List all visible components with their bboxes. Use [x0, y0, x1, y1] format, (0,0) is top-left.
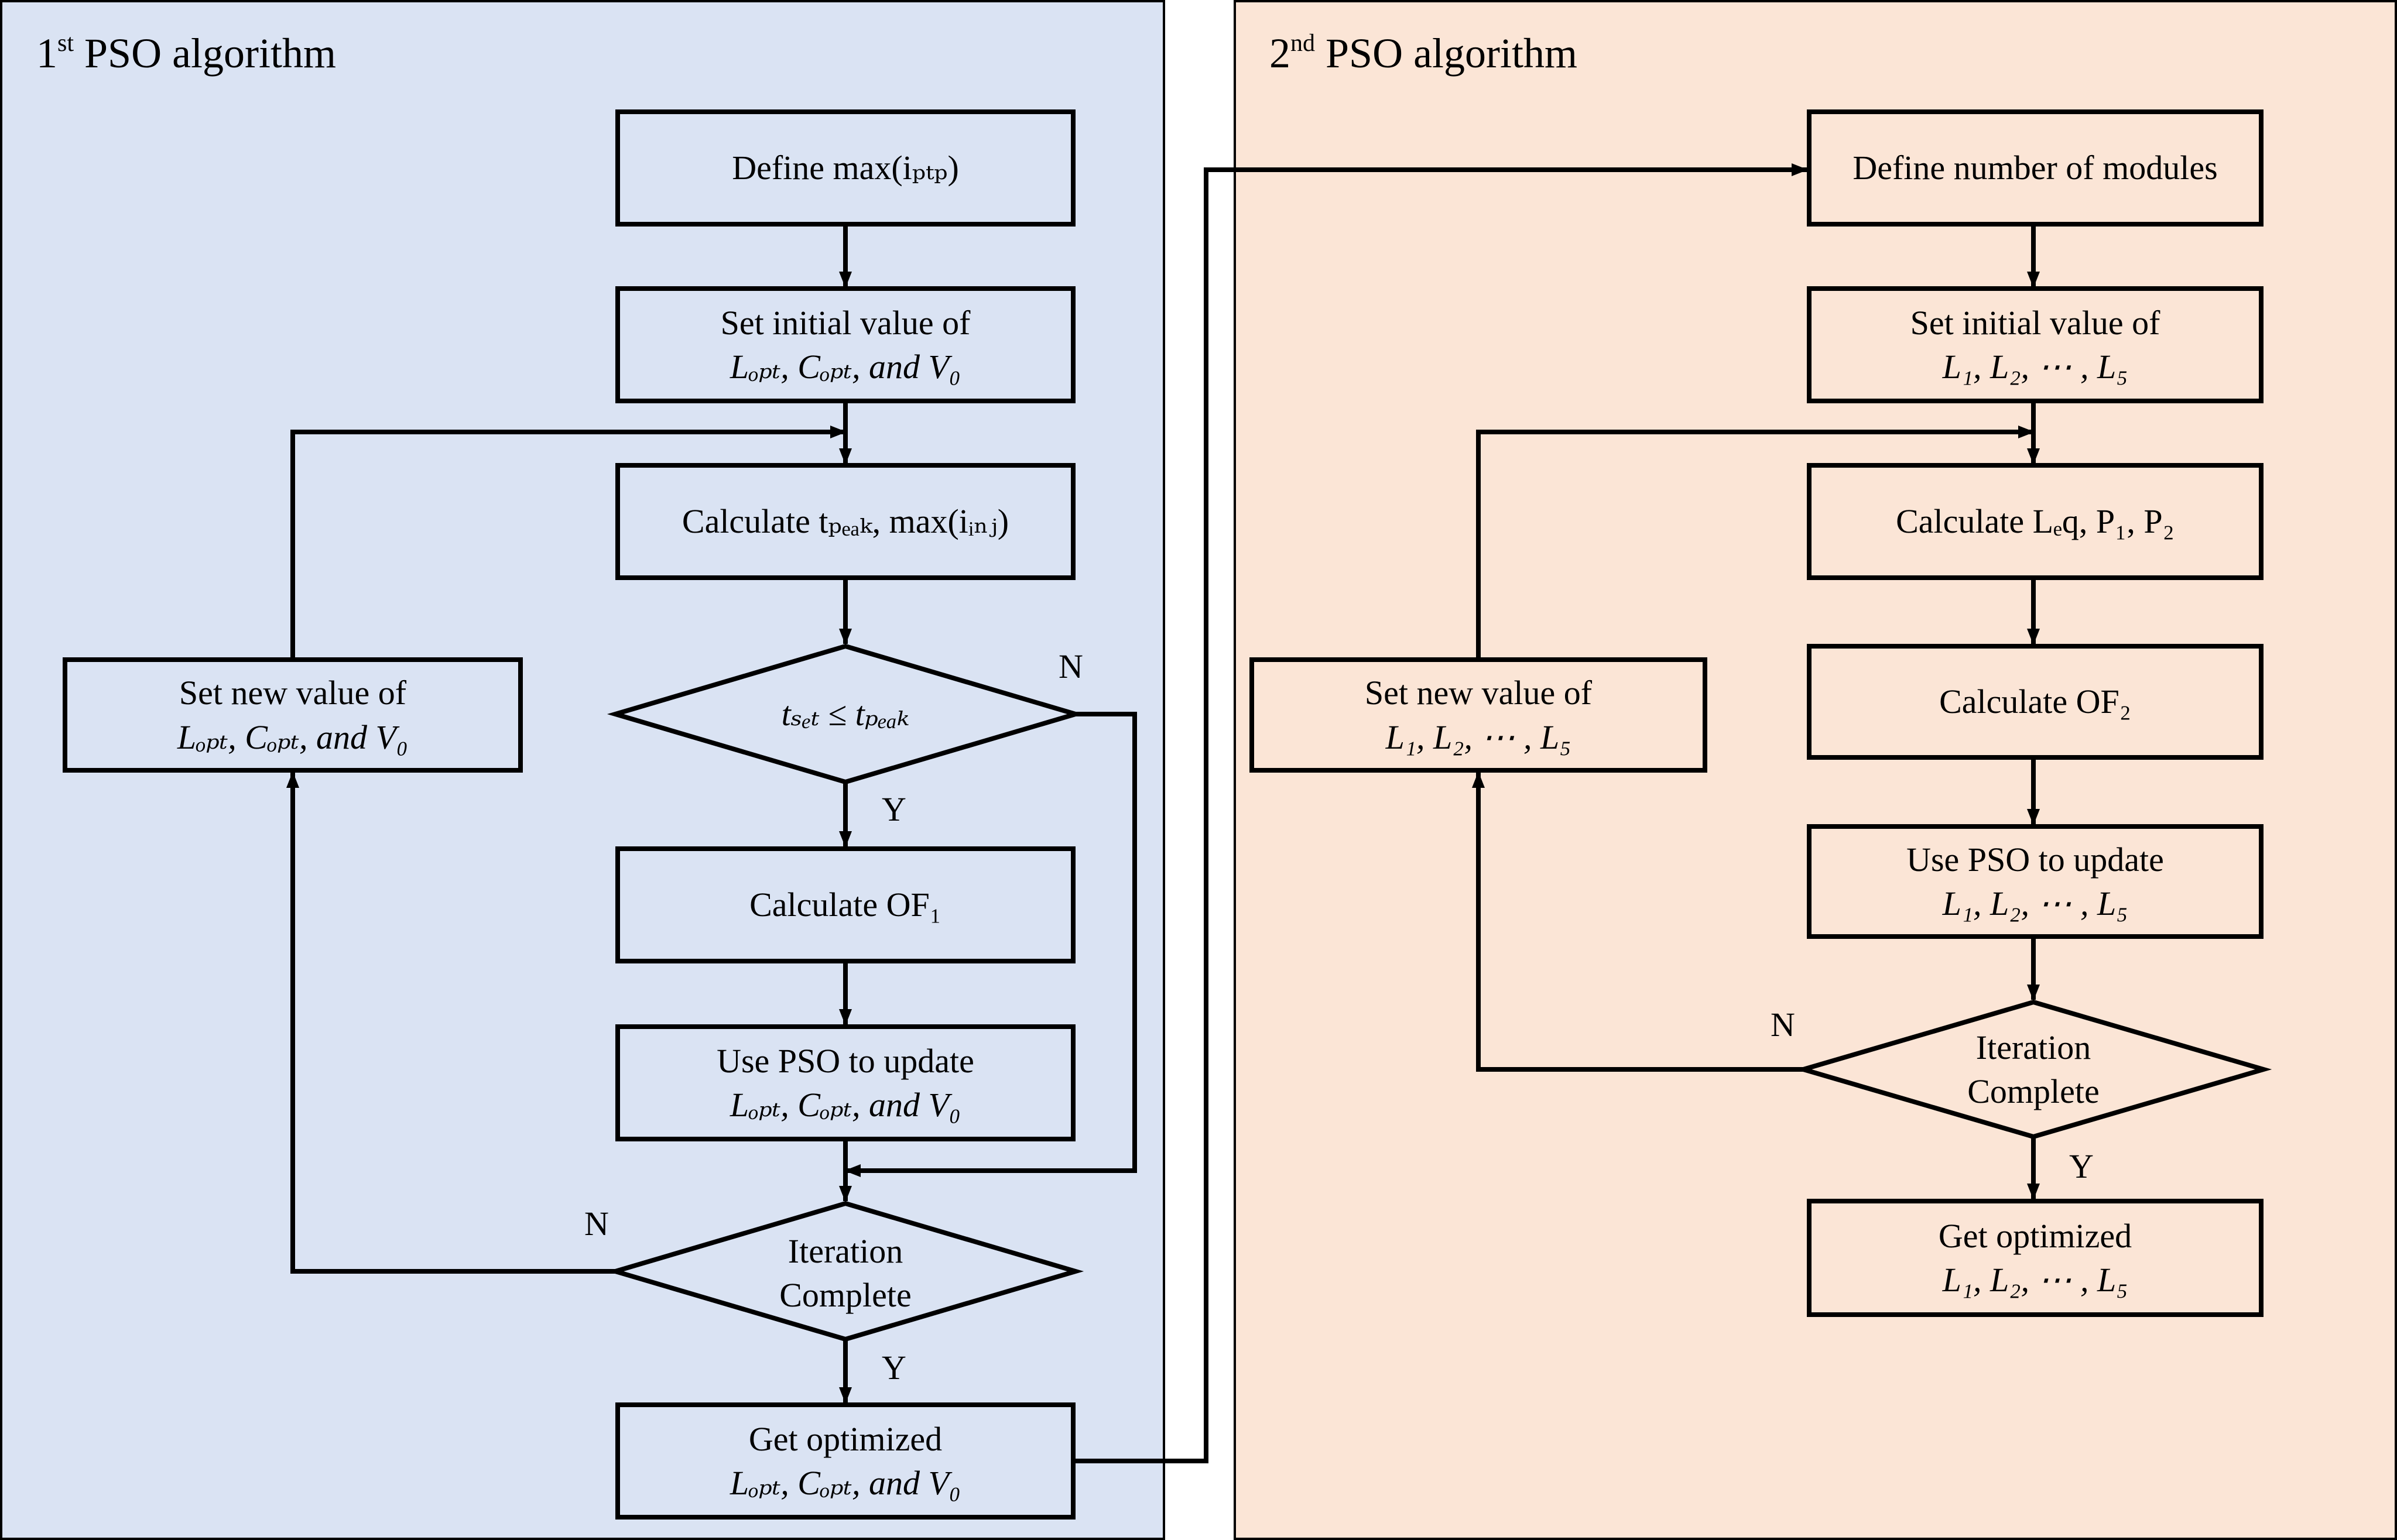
panel1-title: 1st PSO algorithm: [36, 30, 337, 77]
get-optimized-2-line1: Get optimized: [1938, 1216, 2132, 1255]
label-n-iteration-1: N: [584, 1205, 609, 1243]
set-new-2-line2: L₁, L₂, ⋯ , L₅: [1385, 718, 1571, 756]
get-optimized-line1: Get optimized: [748, 1419, 943, 1458]
use-pso-2-line1: Use PSO to update: [1906, 840, 2164, 879]
iteration-2-line1: Iteration: [1975, 1028, 2091, 1066]
calculate-of1-box: Calculate OF₁: [615, 846, 1076, 963]
set-new-2-line1: Set new value of: [1364, 674, 1593, 712]
calculate-tpeak-label: Calculate tₚₑₐₖ, max(iᵢₙⱼ): [682, 502, 1009, 541]
get-optimized-box-2: Get optimized L₁, L₂, ⋯ , L₅: [1807, 1199, 2264, 1317]
get-optimized-line2: Lₒₚₜ, Cₒₚₜ, and V₀: [730, 1464, 961, 1502]
use-pso-2-line2: L₁, L₂, ⋯ , L₅: [1942, 884, 2128, 922]
define-number-of-modules-label: Define number of modules: [1852, 149, 2218, 187]
calculate-of2-box: Calculate OF₂: [1807, 644, 2264, 760]
use-pso-line1: Use PSO to update: [717, 1041, 974, 1080]
iteration-complete-text-2: Iteration Complete: [1862, 1025, 2205, 1113]
use-pso-line2: Lₒₚₜ, Cₒₚₜ, and V₀: [730, 1086, 961, 1124]
set-initial-line2: Lₒₚₜ, Cₒₚₜ, and V₀: [730, 348, 961, 386]
set-initial-line1: Set initial value of: [720, 303, 971, 342]
iteration-complete-text-1: Iteration Complete: [673, 1226, 1018, 1320]
set-initial-l-values-box: Set initial value of L₁, L₂, ⋯ , L₅: [1807, 286, 2264, 403]
decision-time-text: tₛₑₜ ≤ tₚₑₐₖ: [673, 673, 1018, 755]
calculate-of1-label: Calculate OF₁: [749, 886, 941, 924]
calculate-of2-label: Calculate OF₂: [1939, 682, 2131, 721]
set-new-values-box-2: Set new value of L₁, L₂, ⋯ , L₅: [1249, 657, 1707, 773]
iteration-line2: Complete: [779, 1276, 912, 1314]
label-y-peak: Y: [882, 790, 906, 828]
define-number-of-modules-box: Define number of modules: [1807, 109, 2264, 227]
get-optimized-box-1: Get optimized Lₒₚₜ, Cₒₚₜ, and V₀: [615, 1402, 1076, 1520]
label-y-iteration-2: Y: [2069, 1147, 2094, 1185]
calculate-leq-box: Calculate Lₑq, P₁, P₂: [1807, 463, 2264, 580]
define-max-iptp-label: Define max(iₚₜₚ): [732, 149, 959, 187]
set-initial-l-line2: L₁, L₂, ⋯ , L₅: [1942, 348, 2128, 386]
set-initial-l-line1: Set initial value of: [1910, 303, 2160, 342]
panel2-title: 2nd PSO algorithm: [1269, 30, 1578, 77]
use-pso-update-box-1: Use PSO to update Lₒₚₜ, Cₒₚₜ, and V₀: [615, 1024, 1076, 1141]
decision-time-label: tₛₑₜ ≤ tₚₑₐₖ: [781, 695, 910, 733]
set-new-line2: Lₒₚₜ, Cₒₚₜ, and V₀: [177, 718, 409, 756]
get-optimized-2-line2: L₁, L₂, ⋯ , L₅: [1942, 1261, 2128, 1299]
use-pso-update-box-2: Use PSO to update L₁, L₂, ⋯ , L₅: [1807, 824, 2264, 939]
calculate-leq-label: Calculate Lₑq, P₁, P₂: [1896, 502, 2175, 541]
set-initial-values-box: Set initial value of Lₒₚₜ, Cₒₚₜ, and V₀: [615, 286, 1076, 403]
iteration-line1: Iteration: [787, 1232, 903, 1270]
label-n-peak: N: [1059, 647, 1083, 685]
iteration-2-line2: Complete: [1967, 1072, 2100, 1110]
set-new-line1: Set new value of: [179, 674, 407, 712]
label-y-iteration-1: Y: [882, 1349, 906, 1387]
label-n-iteration-2: N: [1771, 1006, 1795, 1044]
set-new-values-box-1: Set new value of Lₒₚₜ, Cₒₚₜ, and V₀: [63, 657, 523, 773]
define-max-iptp-box: Define max(iₚₜₚ): [615, 109, 1076, 227]
calculate-tpeak-box: Calculate tₚₑₐₖ, max(iᵢₙⱼ): [615, 463, 1076, 580]
